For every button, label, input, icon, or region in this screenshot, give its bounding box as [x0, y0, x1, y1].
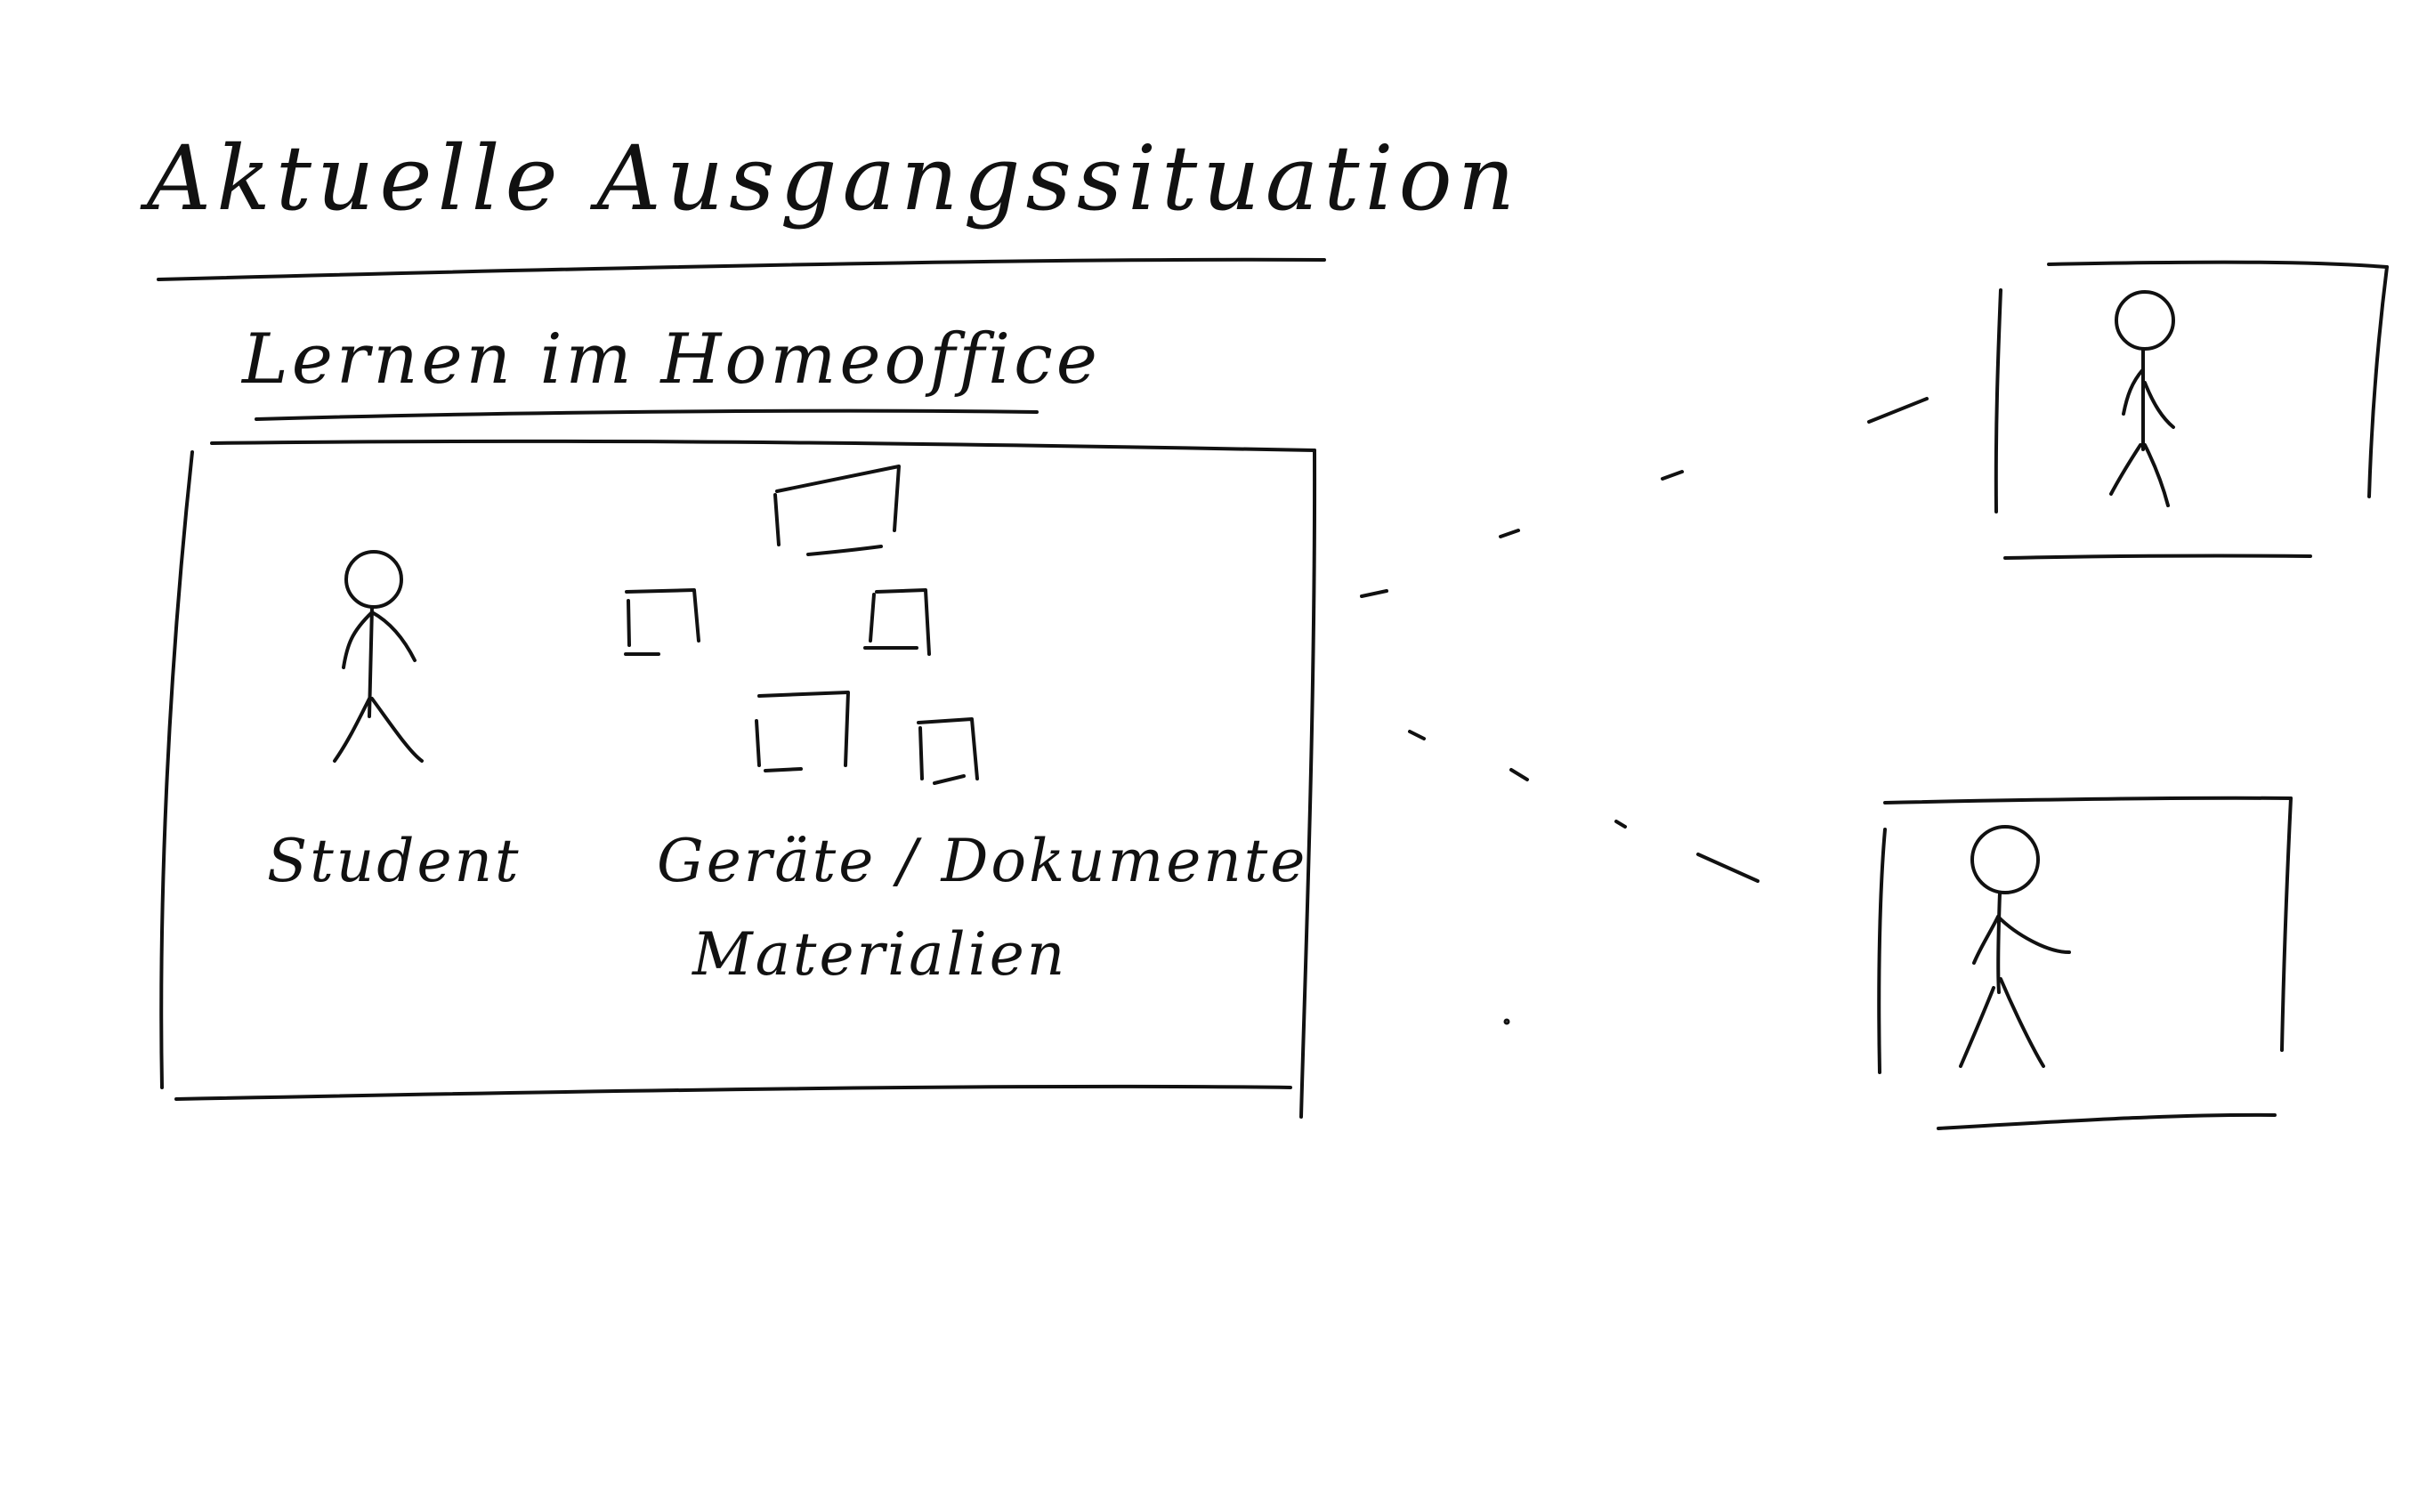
title-underline	[157, 257, 1326, 281]
remote-participant-top	[1994, 260, 2389, 560]
dashed-connection-upper	[1360, 397, 1929, 598]
student-label: Student	[267, 827, 522, 895]
materials-label-line1: Geräte / Dokumente	[657, 827, 1307, 895]
remote-participant-bottom	[1877, 796, 2293, 1130]
subtitle-underline	[255, 408, 1039, 421]
home-office-box: Student Geräte / Dokumente Materialien	[159, 439, 1317, 1119]
devices-documents-sketch	[624, 465, 979, 785]
student-figure	[333, 550, 424, 763]
materials-label-line2: Materialien	[692, 920, 1067, 989]
diagram-subtitle: Lernen im Homeoffice	[240, 319, 1101, 400]
dashed-connection-lower	[1408, 730, 1760, 1025]
diagram-title: Aktuelle Ausgangssituation	[140, 126, 1520, 230]
